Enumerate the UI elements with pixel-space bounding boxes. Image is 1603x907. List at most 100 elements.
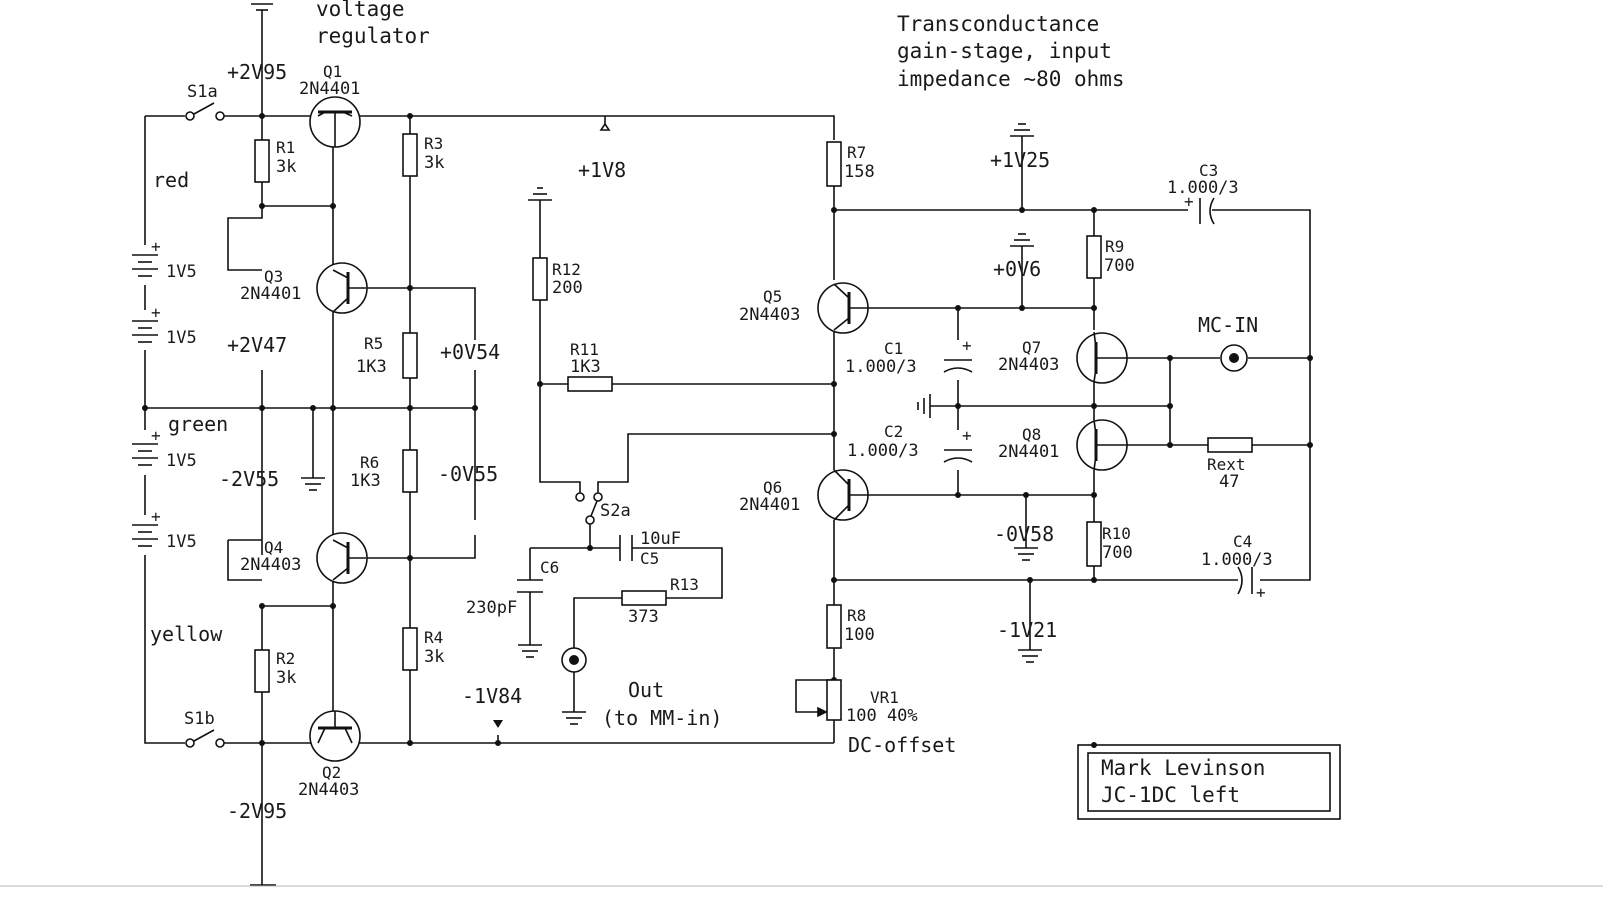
- capacitor-bodies: [517, 197, 1253, 595]
- transistor-ref: Q8: [1022, 425, 1041, 444]
- capacitor-ref: C5: [640, 549, 659, 568]
- regulator-note-line-2: regulator: [316, 24, 430, 48]
- title-block-frame-inner: [1087, 752, 1331, 812]
- resistor-value: 200: [552, 278, 583, 298]
- voltage-label: +2V95: [227, 60, 287, 84]
- voltage-label: +0V6: [993, 257, 1041, 281]
- transistor-q1: [309, 96, 361, 148]
- battery-cells: [132, 254, 158, 547]
- transistor-q7: [1076, 331, 1128, 384]
- resistor-r4: [402, 627, 418, 671]
- resistor-ref: R4: [424, 628, 443, 647]
- resistor-ref: R10: [1102, 524, 1131, 543]
- resistor-value: 158: [844, 162, 875, 182]
- resistor-r13: [621, 590, 667, 606]
- resistor-r11: [567, 376, 613, 392]
- battery-label: 1V5: [166, 532, 197, 552]
- transistor-q8: [1076, 419, 1128, 471]
- transistor-type: 2N4403: [739, 305, 800, 325]
- mc-in-jack-icon: [1220, 344, 1248, 372]
- transistor-q5: [817, 282, 869, 334]
- transconductance-note-line-1: Transconductance: [897, 12, 1099, 36]
- resistor-value: 1K3: [350, 471, 381, 491]
- wire-label-yellow: yellow: [150, 622, 223, 646]
- connectors: [493, 122, 1248, 728]
- resistor-value: 3k: [424, 647, 444, 667]
- resistor-ref: R13: [670, 575, 699, 594]
- voltage-label: -0V58: [994, 522, 1054, 546]
- resistor-r5: [402, 332, 418, 379]
- transistor-type: 2N4403: [240, 555, 301, 575]
- resistor-rext: [1207, 437, 1253, 453]
- resistor-ref: Rext: [1207, 455, 1246, 474]
- wire-label-green: green: [168, 412, 228, 436]
- resistor-ref: R2: [276, 649, 295, 668]
- ground-icon: [518, 644, 542, 658]
- dc-offset-label: DC-offset: [848, 733, 956, 757]
- ground-symbols: [250, 3, 1042, 886]
- capacitor-ref: C1: [884, 339, 903, 358]
- title-block-line-1: Mark Levinson: [1101, 756, 1265, 780]
- capacitor-c1: [943, 359, 973, 373]
- wire-label-red: red: [153, 168, 189, 192]
- resistor-ref: R9: [1105, 237, 1124, 256]
- transistor-q3: [316, 262, 368, 314]
- regulator-note-line-1: voltage: [316, 0, 405, 21]
- voltage-label: +2V47: [227, 333, 287, 357]
- resistor-ref: R8: [847, 606, 866, 625]
- battery-3: [132, 443, 158, 466]
- polarity-label: +: [151, 237, 161, 256]
- junction-dots: [142, 113, 1313, 748]
- transistor-type: 2N4403: [998, 355, 1059, 375]
- resistor-bodies: [254, 133, 1253, 721]
- test-point-icon: [599, 122, 611, 131]
- capacitor-ref: C3: [1199, 161, 1218, 180]
- test-point-icon: [493, 720, 503, 728]
- resistor-ref: R12: [552, 260, 581, 279]
- potentiometer-value: 100 40%: [846, 706, 918, 726]
- switch-label: S2a: [600, 501, 631, 521]
- out-jack-icon: [561, 647, 587, 673]
- ground-icon: [562, 711, 586, 725]
- capacitor-ref: C6: [540, 558, 559, 577]
- polarity-label: +: [962, 426, 972, 445]
- transistor-type: 2N4401: [240, 284, 301, 304]
- resistor-value: 1K3: [356, 357, 387, 377]
- capacitor-value: 1.000/3: [1201, 550, 1273, 570]
- resistor-ref: R6: [360, 453, 379, 472]
- capacitor-c5: [619, 535, 633, 561]
- resistor-ref: R5: [364, 334, 383, 353]
- voltage-label: -2V55: [219, 467, 279, 491]
- battery-label: 1V5: [166, 328, 197, 348]
- voltage-label: +0V54: [440, 340, 500, 364]
- ground-icon: [251, 3, 273, 11]
- out-label-line-1: Out: [628, 678, 664, 702]
- polarity-label: +: [1184, 192, 1194, 211]
- voltage-label: -1V84: [462, 684, 522, 708]
- resistor-r3: [402, 133, 418, 177]
- resistor-r2: [254, 649, 270, 693]
- transistor-ref: Q4: [264, 538, 283, 557]
- ground-icon: [1010, 233, 1034, 247]
- resistor-value: 3k: [276, 668, 296, 688]
- transistor-ref: Q5: [763, 287, 782, 306]
- resistor-ref: R7: [847, 143, 866, 162]
- capacitor-c6: [517, 579, 543, 593]
- resistor-value: 700: [1104, 256, 1135, 276]
- switch-label: S1b: [184, 709, 215, 729]
- transistor-symbols: [309, 96, 1128, 762]
- transistor-ref: Q7: [1022, 338, 1041, 357]
- resistor-r6: [402, 449, 418, 493]
- polarity-label: +: [151, 303, 161, 322]
- battery-2: [132, 320, 158, 343]
- resistor-value: 1K3: [570, 357, 601, 377]
- ground-icon: [301, 477, 325, 491]
- capacitor-value: 1.000/3: [847, 441, 919, 461]
- capacitor-ref: C4: [1233, 532, 1252, 551]
- resistor-r1: [254, 139, 270, 183]
- resistor-ref: R3: [424, 134, 443, 153]
- voltage-label: -0V55: [438, 462, 498, 486]
- resistor-value: 47: [1219, 472, 1239, 492]
- switch-label: S1a: [187, 82, 218, 102]
